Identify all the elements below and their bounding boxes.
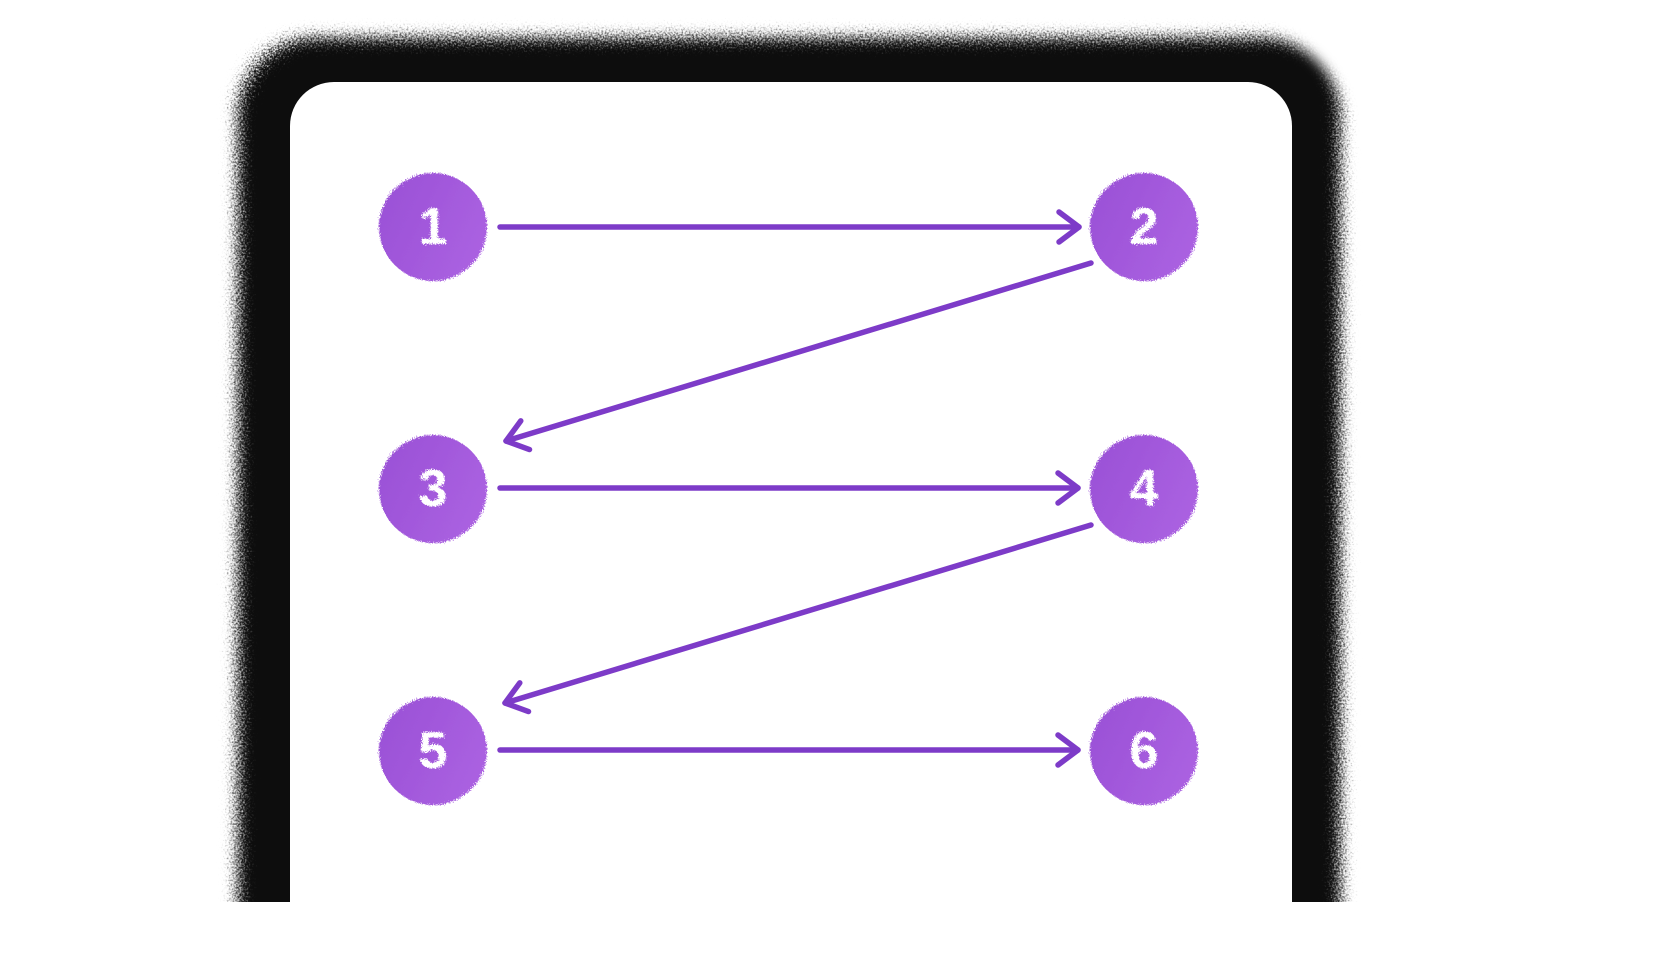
node-number: 6 xyxy=(1129,722,1159,780)
node-3: 3 xyxy=(379,435,487,543)
node-number: 3 xyxy=(418,460,448,518)
node-number: 1 xyxy=(418,198,448,256)
node-5: 5 xyxy=(379,697,487,805)
flow-nodes: 1 2 3 4 5 6 xyxy=(379,173,1198,805)
node-number: 2 xyxy=(1129,198,1159,256)
node-2: 2 xyxy=(1090,173,1198,281)
illustration-stage: 1 2 3 4 5 6 xyxy=(238,38,1340,902)
node-number: 4 xyxy=(1129,460,1159,518)
node-number: 5 xyxy=(418,722,448,780)
node-6: 6 xyxy=(1090,697,1198,805)
node-1: 1 xyxy=(379,173,487,281)
node-4: 4 xyxy=(1090,435,1198,543)
